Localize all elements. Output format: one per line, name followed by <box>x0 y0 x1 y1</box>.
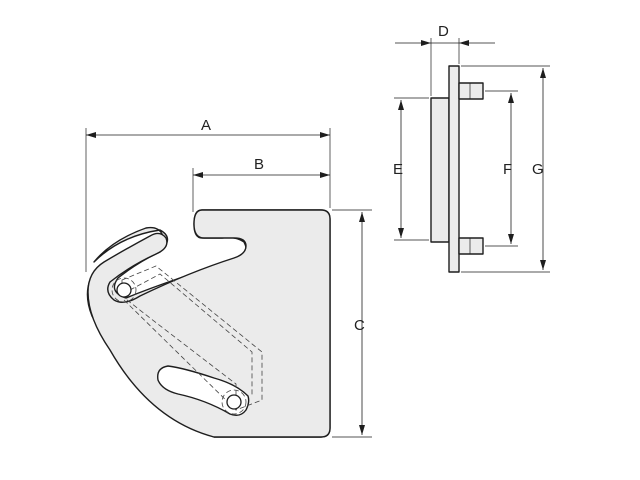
lower-mounting-hole <box>226 394 242 410</box>
dimension-A: A <box>85 117 331 272</box>
hidden-rear-bracket-inner <box>129 273 253 396</box>
hook-plate-body <box>87 209 331 438</box>
hook-plate-front-view <box>86 209 331 438</box>
lower-hole-ring <box>221 389 247 415</box>
hidden-diagonal <box>123 299 237 411</box>
dimension-label-D: D <box>438 23 449 40</box>
dimension-E: E <box>393 97 429 241</box>
dimension-G: G <box>461 65 550 273</box>
lower-slot <box>157 365 250 417</box>
dimension-B: B <box>192 156 330 212</box>
dimension-F: F <box>485 90 518 247</box>
lower-stud <box>458 237 484 255</box>
upper-hole-ring <box>111 277 137 303</box>
dimension-label-A: A <box>201 117 211 134</box>
dimension-label-G: G <box>532 161 544 178</box>
dimension-label-F: F <box>503 161 512 178</box>
side-backing-block <box>430 97 450 243</box>
side-view <box>430 65 484 273</box>
dimension-D: D <box>395 23 495 96</box>
dimension-label-E: E <box>393 161 403 178</box>
upper-stud <box>458 82 484 100</box>
side-front-plate <box>448 65 460 273</box>
dimension-label-B: B <box>254 156 264 173</box>
upper-mounting-hole <box>116 282 132 298</box>
dimension-label-C: C <box>354 317 365 334</box>
dimension-C: C <box>332 209 372 438</box>
